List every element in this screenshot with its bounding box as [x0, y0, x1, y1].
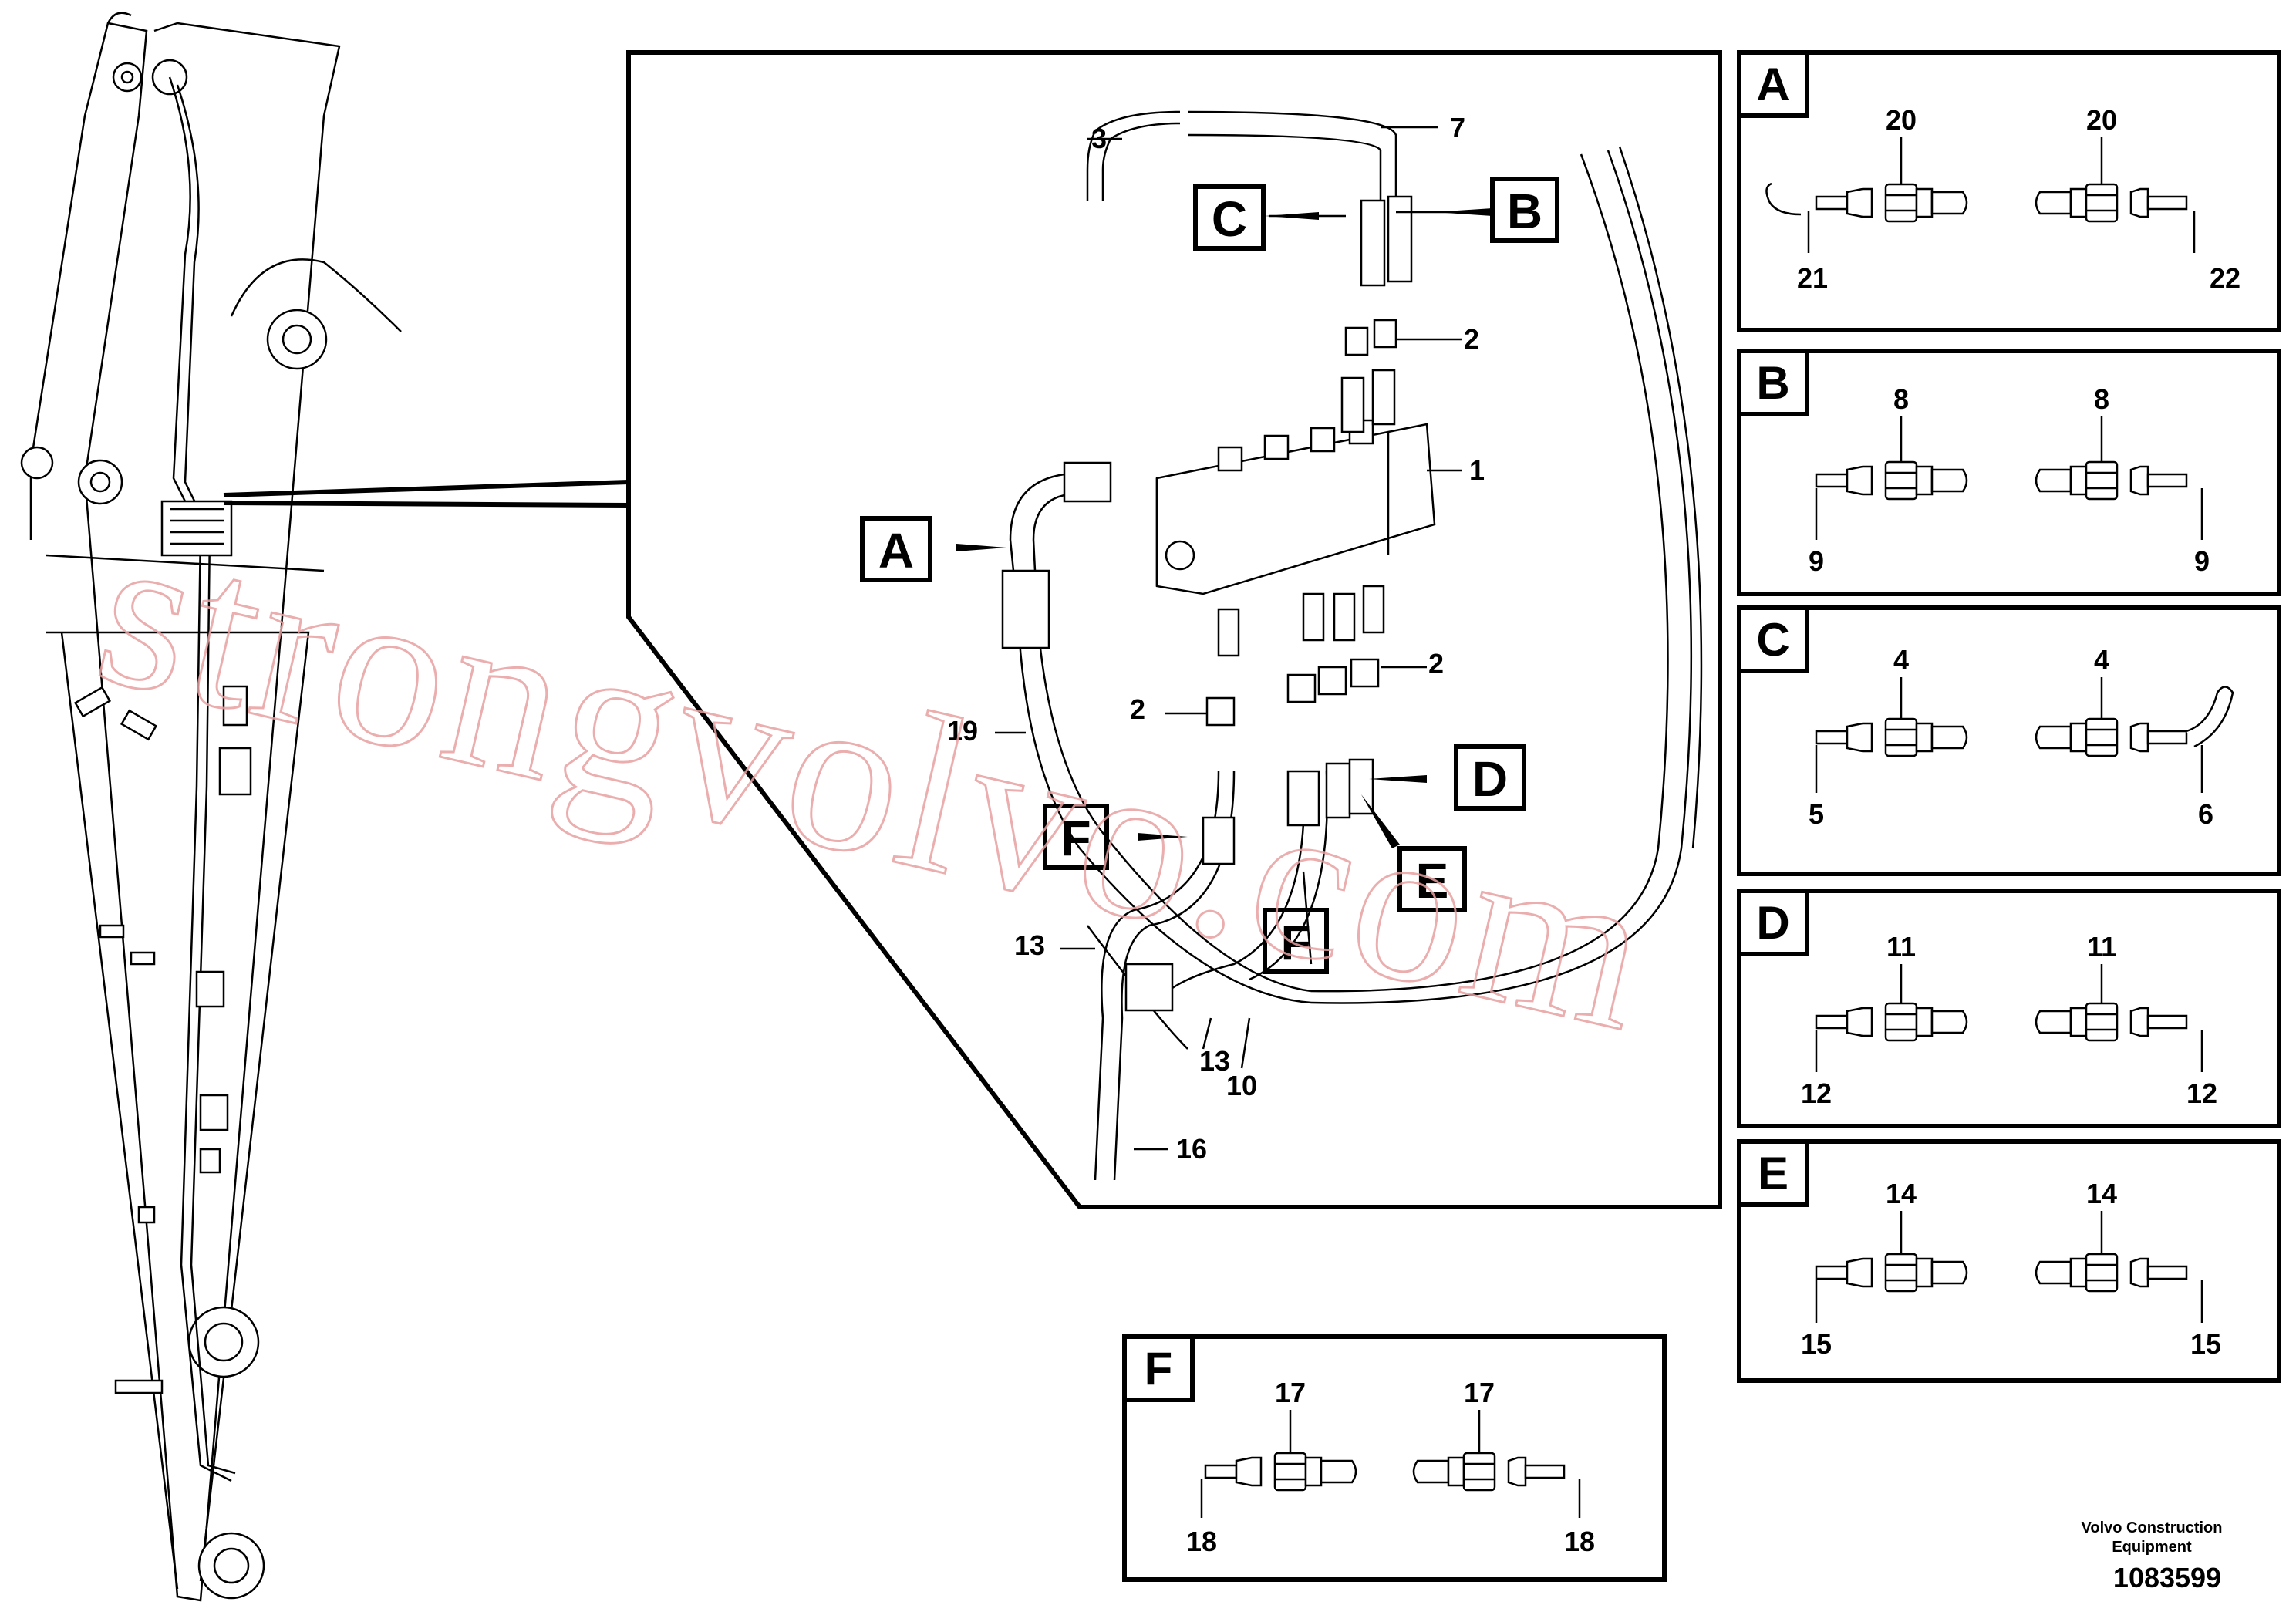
part-number-label: 20 [2086, 104, 2117, 136]
part-number-label: 21 [1797, 262, 1828, 294]
part-number-label: 3 [1091, 123, 1107, 154]
drawing-number: 1083599 [2113, 1562, 2221, 1593]
footer: Volvo Construction Equipment 1083599 [2082, 1519, 2223, 1593]
panel-letter: F [1145, 1343, 1173, 1394]
part-number-label: 15 [2190, 1328, 2221, 1360]
part-number-label: 14 [1886, 1178, 1917, 1209]
part-number-label: 6 [2198, 798, 2213, 830]
part-number-label: 14 [2086, 1178, 2117, 1209]
panel-B: B 8 8 9 9 [1737, 349, 2281, 596]
part-number-label: 9 [2194, 545, 2210, 577]
panel-letter: E [1758, 1148, 1789, 1199]
panel-E: E 14 14 15 15 [1737, 1139, 2281, 1383]
panel-letter: D [1756, 897, 1789, 949]
panel-C: C 4 4 5 6 [1737, 605, 2281, 876]
excavator-arm-drawing [20, 12, 402, 1602]
part-number-label: 22 [2210, 262, 2240, 294]
part-number-label: 2 [1428, 648, 1444, 679]
company-name-line1: Volvo Construction [2082, 1519, 2223, 1536]
part-number-label: 13 [1199, 1045, 1230, 1077]
panel-letter: B [1756, 357, 1789, 409]
part-number-label: 16 [1176, 1133, 1207, 1165]
panel-letter: C [1756, 614, 1789, 666]
callout-letter: F [1060, 811, 1091, 866]
callout-letter: D [1472, 751, 1508, 807]
callout-letter: B [1507, 184, 1542, 239]
panel-A: A 20 20 21 22 [1737, 50, 2281, 332]
detail-view [626, 50, 1722, 1209]
detail-callout-leader [223, 480, 629, 508]
watermark: strongvolvo.com [78, 481, 1674, 1080]
part-number-label: 11 [1886, 931, 1916, 963]
part-number-label: 4 [2094, 644, 2109, 676]
part-number-label: 17 [1275, 1377, 1306, 1408]
part-number-label: 2 [1130, 693, 1145, 725]
part-number-label: 12 [1801, 1077, 1832, 1109]
valve-block [1155, 195, 1436, 727]
panel-D: D 11 11 12 12 [1737, 889, 2281, 1128]
part-number-label: 2 [1464, 323, 1479, 355]
part-number-label: 1 [1469, 454, 1485, 486]
part-number-label: 17 [1464, 1377, 1495, 1408]
panel-letter: A [1756, 59, 1789, 110]
detail-part-numbers: 3 7 2 1 2 2 19 13 10 16 13 [947, 112, 1485, 1165]
part-number-label: 4 [1893, 644, 1909, 676]
panel-F: F 17 17 18 18 [1122, 1334, 1667, 1582]
part-number-label: 20 [1886, 104, 1917, 136]
part-number-label: 7 [1450, 112, 1465, 143]
detail-callouts: A B C D E F F [860, 177, 1559, 974]
callout-letter: E [1416, 853, 1449, 909]
part-number-label: 18 [1186, 1526, 1217, 1557]
part-number-label: 19 [947, 715, 978, 747]
part-number-label: 8 [1893, 383, 1909, 415]
callout-letter: F [1280, 915, 1310, 970]
part-number-label: 12 [2186, 1077, 2217, 1109]
callout-letter: A [878, 523, 914, 578]
part-number-label: 8 [2094, 383, 2109, 415]
part-number-label: 15 [1801, 1328, 1832, 1360]
company-name-line2: Equipment [2112, 1539, 2192, 1556]
part-number-label: 10 [1226, 1070, 1257, 1101]
part-number-label: 18 [1564, 1526, 1595, 1557]
part-number-label: 9 [1809, 545, 1824, 577]
callout-letter: C [1212, 191, 1247, 247]
watermark-text: strongvolvo.com [79, 482, 1673, 1079]
part-number-label: 5 [1809, 798, 1824, 830]
part-number-label: 13 [1014, 929, 1045, 961]
part-number-label: 11 [2087, 931, 2116, 963]
detail-leaders [956, 126, 1492, 1151]
